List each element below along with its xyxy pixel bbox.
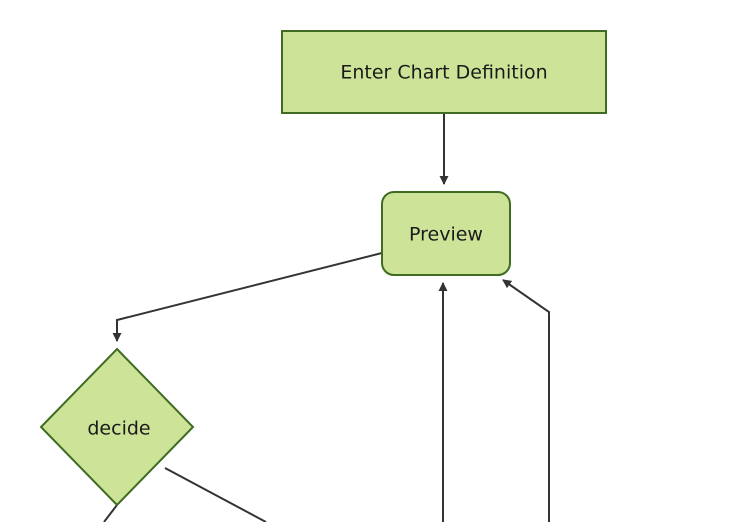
edge-decide-branch-left <box>103 504 118 522</box>
edge-group <box>103 113 550 522</box>
node-decide-shape <box>39 347 195 507</box>
node-enter-chart-definition[interactable]: Enter Chart Definition <box>281 30 607 114</box>
edge-return-right-to-preview <box>502 279 550 522</box>
node-preview-label: Preview <box>409 224 483 246</box>
node-decide[interactable]: decide <box>39 347 195 507</box>
edge-preview-to-decide <box>112 252 383 342</box>
node-preview-shape <box>381 191 511 276</box>
node-decide-label: decide <box>87 418 150 440</box>
node-preview[interactable]: Preview <box>381 191 511 276</box>
node-enter-chart-definition-shape <box>281 30 607 114</box>
edge-decide-branch-right <box>164 467 267 522</box>
node-enter-chart-definition-label: Enter Chart Definition <box>340 62 547 84</box>
